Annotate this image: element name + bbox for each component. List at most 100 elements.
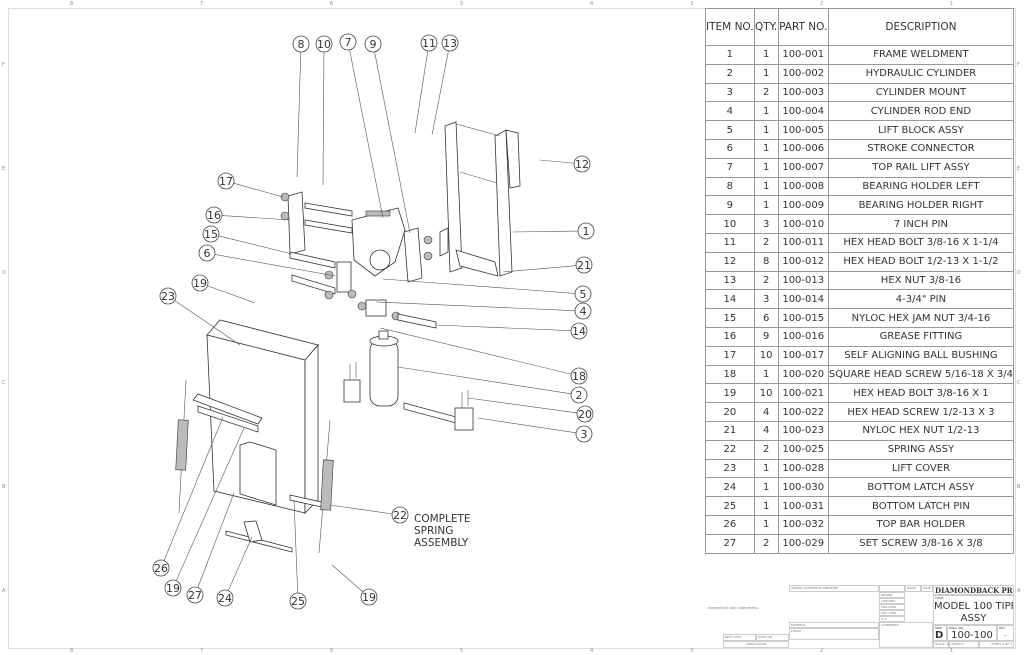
top-zone-label: 4 [590,1,594,7]
cell-qty: 8 [753,251,779,272]
balloon-label: 16 [207,209,221,222]
leader-line [414,50,429,134]
balloon-label: 19 [193,277,207,290]
cell-description: HEX NUT 3/8-16 [827,270,1015,291]
finish-label: FINISH [789,628,879,640]
dwg-no-label: DWG. NO. [949,626,964,630]
rev-cell: REV - [997,625,1014,641]
leader-line [467,397,578,414]
cell-part-no: 100-032 [777,514,829,535]
cell-item-no: 13 [705,270,755,291]
side-zone-label: F [2,62,5,68]
top-zone-label: 4 [590,648,594,654]
cell-item-no: 2 [705,63,755,84]
leader-line [175,427,245,581]
weight: WEIGHT: [949,641,979,648]
item-balloon: 27 [186,586,204,604]
top-zone-label: 5 [460,1,464,7]
item-balloon: 15 [202,225,220,243]
cell-qty: 4 [753,402,779,422]
cell-part-no: 100-022 [777,402,829,422]
cell-part-no: 100-028 [777,458,829,479]
cell-part-no: 100-030 [777,477,829,498]
cell-qty: 1 [753,120,779,140]
top-zone-label: 8 [70,1,74,7]
cell-item-no: 6 [705,138,755,159]
cell-description: LIFT BLOCK ASSY [827,120,1015,140]
cell-description: TOP RAIL LIFT ASSY [827,157,1015,178]
cell-qty: 2 [753,270,779,291]
item-balloon: 3 [575,425,593,443]
cell-description: BEARING HOLDER RIGHT [827,195,1015,216]
cell-part-no: 100-025 [777,439,829,460]
item-balloon: 24 [216,589,234,607]
cell-part-no: 100-007 [777,157,829,178]
top-zone-label: 7 [200,648,204,654]
balloon-label: 17 [219,175,233,188]
balloon-label: 19 [362,591,376,604]
top-zone-label: 1 [950,1,954,7]
comments-label: COMMENTS: [879,622,933,648]
balloon-label: 10 [317,38,331,51]
cell-item-no: 27 [705,533,755,554]
title-area: TITLE: MODEL 100 TIPPER ASSY [933,595,1014,625]
top-rail-lift-assy [351,207,406,277]
cell-description: 7 INCH PIN [827,214,1015,234]
balloon-label: 19 [166,582,180,595]
cell-part-no: 100-020 [777,364,829,385]
item-balloon: 19 [360,588,378,606]
cylinder-mounts [343,362,474,431]
cell-description: CYLINDER MOUNT [827,82,1015,103]
cell-item-no: 17 [705,345,755,366]
title-label: TITLE: [935,596,945,600]
item-balloon: 23 [159,287,177,305]
cell-part-no: 100-006 [777,138,829,159]
cell-part-no: 100-021 [777,383,829,404]
side-zone-label: A [2,588,6,594]
item-balloon: 11 [420,34,438,52]
item-balloon: 10 [315,35,333,53]
application-label: APPLICATION [723,641,789,648]
drawing-border [8,8,1016,649]
balloon-label: 5 [580,288,587,301]
side-zone-label: D [1017,270,1021,276]
cell-description: NYLOC HEX NUT 1/2-13 [827,420,1015,441]
balloon-label: 1 [583,225,590,238]
top-zone-label: 2 [820,1,824,7]
item-balloon: 6 [198,244,216,262]
side-zone-label: B [2,484,6,490]
leader-line [512,230,579,233]
balloon-label: 25 [291,595,305,608]
rev-label: REV [999,626,1006,630]
item-balloon: 22 [391,506,409,524]
leader-line [322,51,325,186]
balloon-label: 24 [218,592,232,605]
size-label: SIZE [935,626,942,630]
cell-qty: 1 [753,63,779,84]
balloon-label: 27 [188,589,202,602]
hydraulic-cylinder [369,330,461,425]
item-balloon: 8 [292,35,310,53]
side-zone-label: B [1017,484,1021,490]
leader-line [221,215,291,221]
item-balloon: 12 [573,155,591,173]
cell-qty: 1 [753,157,779,178]
item-balloon: 16 [205,206,223,224]
balloon-label: 14 [572,325,586,338]
balloon-label: 15 [204,228,218,241]
stroke-connector [289,251,357,300]
cell-qty: 1 [753,45,779,65]
leader-line [207,285,256,304]
cell-qty: 3 [753,289,779,310]
leader-line [397,366,572,395]
cell-item-no: 20 [705,402,755,422]
